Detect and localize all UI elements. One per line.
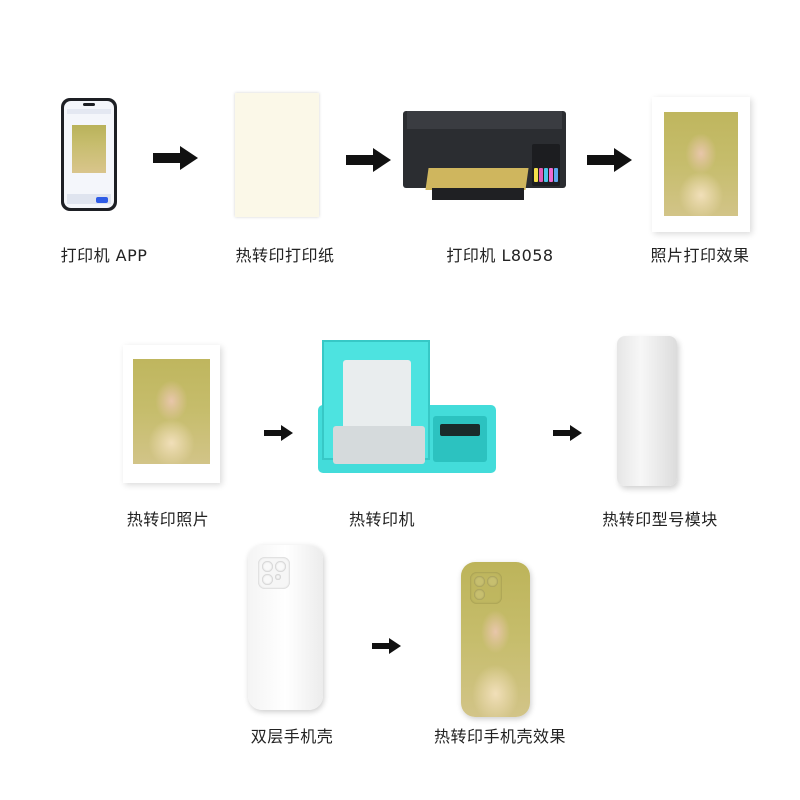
step-label: 打印机 L8058	[446, 242, 553, 266]
printed-phone-case-image	[461, 562, 530, 717]
step-label: 双层手机壳	[251, 723, 334, 747]
arrow-right-icon	[372, 638, 402, 654]
step-label: 热转印机	[349, 506, 415, 530]
step-label: 热转印照片	[127, 506, 210, 530]
transfer-paper-image	[235, 93, 319, 217]
printed-photo-image	[652, 97, 750, 232]
step-label: 热转印手机壳效果	[434, 723, 566, 747]
arrow-right-icon	[264, 425, 294, 441]
arrow-right-icon	[553, 425, 583, 441]
arrow-right-icon	[346, 148, 392, 172]
step-label: 打印机 APP	[61, 242, 148, 266]
mold-module-image	[617, 336, 677, 486]
phone-app-image	[61, 98, 117, 211]
blank-phone-case-image	[248, 545, 323, 710]
arrow-right-icon	[587, 148, 633, 172]
step-label: 照片打印效果	[650, 242, 749, 266]
step-label: 热转印打印纸	[235, 242, 334, 266]
arrow-right-icon	[153, 146, 199, 170]
transfer-photo-image	[123, 345, 220, 483]
step-label: 热转印型号模块	[602, 506, 718, 530]
